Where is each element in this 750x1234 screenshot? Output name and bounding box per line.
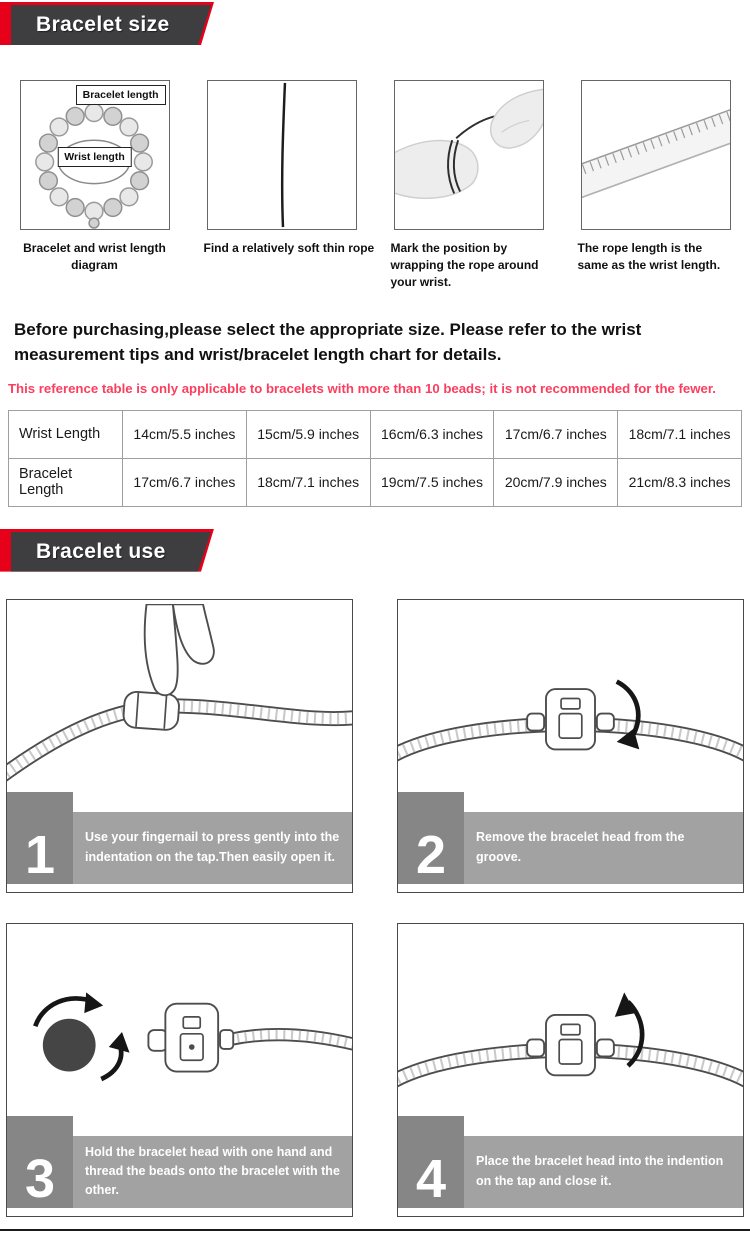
measure-step-3: Mark the position by wrapping the rope a… (380, 80, 557, 290)
measure-caption-2: Find a relatively soft thin rope (203, 241, 375, 255)
banner-dark-shape (11, 532, 211, 572)
use-step-panel-1: Use your fingernail to press gently into… (6, 598, 353, 893)
wrist-wrap-box (393, 80, 544, 230)
step-1-caption: Use your fingernail to press gently into… (85, 830, 340, 864)
step-1-number: 1 (7, 791, 73, 884)
table-row-wrist: Wrist Length 14cm/5.5 inches 15cm/5.9 in… (8, 409, 742, 459)
wrist-length-label: Wrist length (57, 147, 132, 167)
rotate-up-arrow-icon (614, 992, 645, 1068)
rope-illustration (280, 82, 286, 228)
step-4-caption: Place the bracelet head into the indenti… (476, 1154, 724, 1188)
rotate-arrow-icon (33, 992, 104, 1027)
bracelet-diagram-box: Bracelet length Wrist length (19, 80, 170, 230)
step-2-number: 2 (398, 791, 464, 884)
banner-dark-shape (11, 5, 211, 45)
step-2-caption: Remove the bracelet head from the groove… (476, 830, 685, 864)
measure-caption-4: The rope length is the same as the wrist… (577, 241, 721, 272)
table-cell: 17cm/6.7 inches (122, 457, 247, 507)
measure-caption-3: Mark the position by wrapping the rope a… (390, 241, 539, 289)
use-steps-grid: Use your fingernail to press gently into… (6, 598, 744, 1217)
row-header-bracelet: Bracelet Length (8, 457, 123, 507)
table-cell: 19cm/7.5 inches (369, 457, 495, 507)
bottom-divider (0, 1228, 750, 1234)
measure-caption-1: Bracelet and wrist length diagram (23, 241, 166, 272)
table-cell: 18cm/7.1 inches (617, 409, 742, 459)
reference-note: This reference table is only applicable … (8, 380, 716, 396)
table-cell: 16cm/6.3 inches (369, 409, 495, 459)
step-1-illustration (7, 603, 352, 782)
use-step-panel-4: Place the bracelet head into the indenti… (397, 922, 744, 1217)
rotate-down-arrow-icon (615, 679, 641, 750)
ruler-box (580, 80, 731, 230)
table-cell: 20cm/7.9 inches (493, 457, 619, 507)
measure-step-2: Find a relatively soft thin rope (193, 80, 375, 290)
table-row-bracelet: Bracelet Length 17cm/6.7 inches 18cm/7.1… (8, 457, 742, 507)
step-3-illustration (33, 992, 352, 1081)
section-banner-size: Bracelet size (0, 2, 750, 48)
step-3-number: 3 (7, 1115, 73, 1208)
section-title-use: Bracelet use (36, 539, 166, 563)
measure-step-1: Bracelet length Wrist length Bracelet an… (6, 80, 183, 290)
table-cell: 18cm/7.1 inches (245, 457, 371, 507)
finger-press-icon (143, 603, 179, 696)
wrist-wrap-photo (394, 88, 543, 199)
size-table: Wrist Length 14cm/5.5 inches 15cm/5.9 in… (8, 409, 742, 507)
use-step-panel-2: Remove the bracelet head from the groove… (397, 598, 744, 893)
bead-icon (42, 1018, 96, 1072)
measure-step-4: The rope length is the same as the wrist… (567, 80, 744, 290)
rope-box (206, 80, 357, 230)
table-cell: 15cm/5.9 inches (245, 409, 371, 459)
step-3-caption: Hold the bracelet head with one hand and… (85, 1144, 340, 1198)
row-header-wrist: Wrist Length (8, 409, 123, 459)
ruler-illustration (581, 95, 730, 210)
use-step-panel-3: Hold the bracelet head with one hand and… (6, 922, 353, 1217)
intro-text: Before purchasing,please select the appr… (14, 320, 642, 365)
table-cell: 14cm/5.5 inches (122, 409, 247, 459)
step-4-illustration (398, 992, 743, 1088)
bracelet-length-label: Bracelet length (75, 85, 166, 105)
table-cell: 17cm/6.7 inches (493, 409, 619, 459)
section-banner-use: Bracelet use (0, 529, 750, 575)
step-4-number: 4 (398, 1115, 464, 1208)
thread-arrow-icon (100, 1031, 130, 1081)
step-2-illustration (398, 679, 743, 762)
measure-steps-row: Bracelet length Wrist length Bracelet an… (0, 80, 750, 290)
table-cell: 21cm/8.3 inches (617, 457, 742, 507)
bracelet-illustration (34, 102, 153, 229)
section-title-size: Bracelet size (36, 13, 170, 36)
